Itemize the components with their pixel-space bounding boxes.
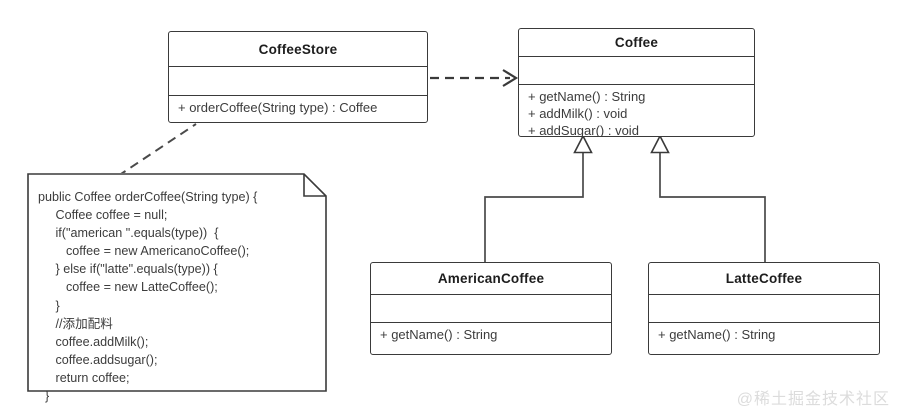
class-attributes-lattecoffee — [649, 295, 879, 323]
operation-row: + getName() : String — [658, 327, 776, 342]
class-title-americancoffee: AmericanCoffee — [371, 263, 611, 295]
operation-row: + orderCoffee(String type) : Coffee — [178, 100, 378, 115]
class-attributes-coffee — [519, 57, 754, 85]
class-attributes-coffeestore — [169, 67, 427, 96]
note-box-ordercoffee-code[interactable]: public Coffee orderCoffee(String type) {… — [27, 173, 327, 403]
class-title-coffee: Coffee — [519, 29, 754, 57]
class-box-lattecoffee[interactable]: LatteCoffee + getName() : String — [648, 262, 880, 355]
note-anchor-coffeestore — [117, 123, 197, 177]
class-operations-lattecoffee: + getName() : String — [649, 323, 879, 354]
class-box-coffee[interactable]: Coffee + getName() : String + addMilk() … — [518, 28, 755, 137]
class-title-lattecoffee: LatteCoffee — [649, 263, 879, 295]
generalization-americancoffee-coffee — [484, 134, 593, 262]
operation-row: + getName() : String — [528, 89, 646, 104]
note-shape — [27, 173, 327, 392]
dependency-coffeestore-coffee — [430, 69, 519, 87]
operation-row: + addMilk() : void — [528, 106, 628, 121]
class-box-coffeestore[interactable]: CoffeeStore + orderCoffee(String type) :… — [168, 31, 428, 123]
generalization-lattecoffee-coffee — [650, 134, 766, 262]
watermark-label: @稀土掘金技术社区 — [736, 391, 890, 408]
class-box-americancoffee[interactable]: AmericanCoffee + getName() : String — [370, 262, 612, 355]
operation-row: + getName() : String — [380, 327, 498, 342]
class-title-coffeestore: CoffeeStore — [169, 32, 427, 67]
class-operations-americancoffee: + getName() : String — [371, 323, 611, 354]
note-code-text: public Coffee orderCoffee(String type) {… — [38, 190, 258, 404]
class-operations-coffeestore: + orderCoffee(String type) : Coffee — [169, 96, 427, 122]
class-operations-coffee: + getName() : String + addMilk() : void … — [519, 85, 754, 136]
class-attributes-americancoffee — [371, 295, 611, 323]
operation-row: + addSugar() : void — [528, 123, 639, 136]
